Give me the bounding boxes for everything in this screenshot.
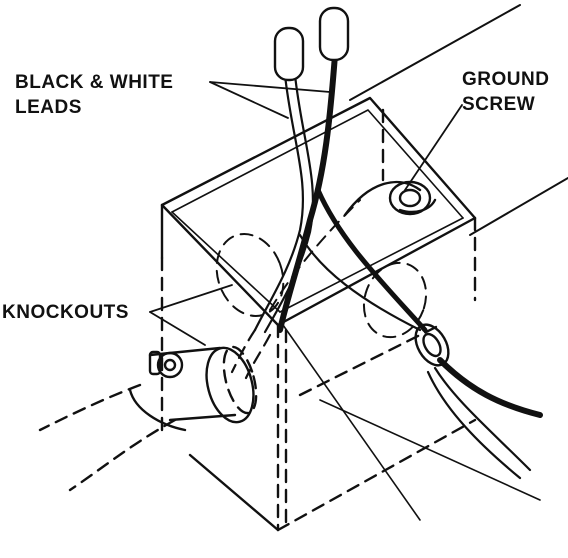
white-lead-cap-icon: [273, 26, 305, 82]
wire-caps: [273, 6, 350, 82]
black-lead-cap-icon: [318, 6, 350, 62]
wall-stud: [349, 4, 568, 236]
ground-label-line1: GROUND: [462, 69, 549, 90]
cable-clamp-connector: [38, 345, 258, 492]
label-leaders: [149, 81, 463, 346]
ground-label-line2: SCREW: [462, 94, 535, 115]
wire-leads: [230, 52, 428, 380]
leads-label-line1: BLACK & WHITE: [15, 72, 173, 93]
ground-screw: [343, 180, 437, 217]
knockout-holes: [215, 233, 428, 339]
electrical-box: [160, 96, 541, 532]
knockouts-label: KNOCKOUTS: [2, 302, 129, 323]
cable-right: [414, 323, 543, 480]
leads-label-line2: LEADS: [15, 97, 82, 118]
